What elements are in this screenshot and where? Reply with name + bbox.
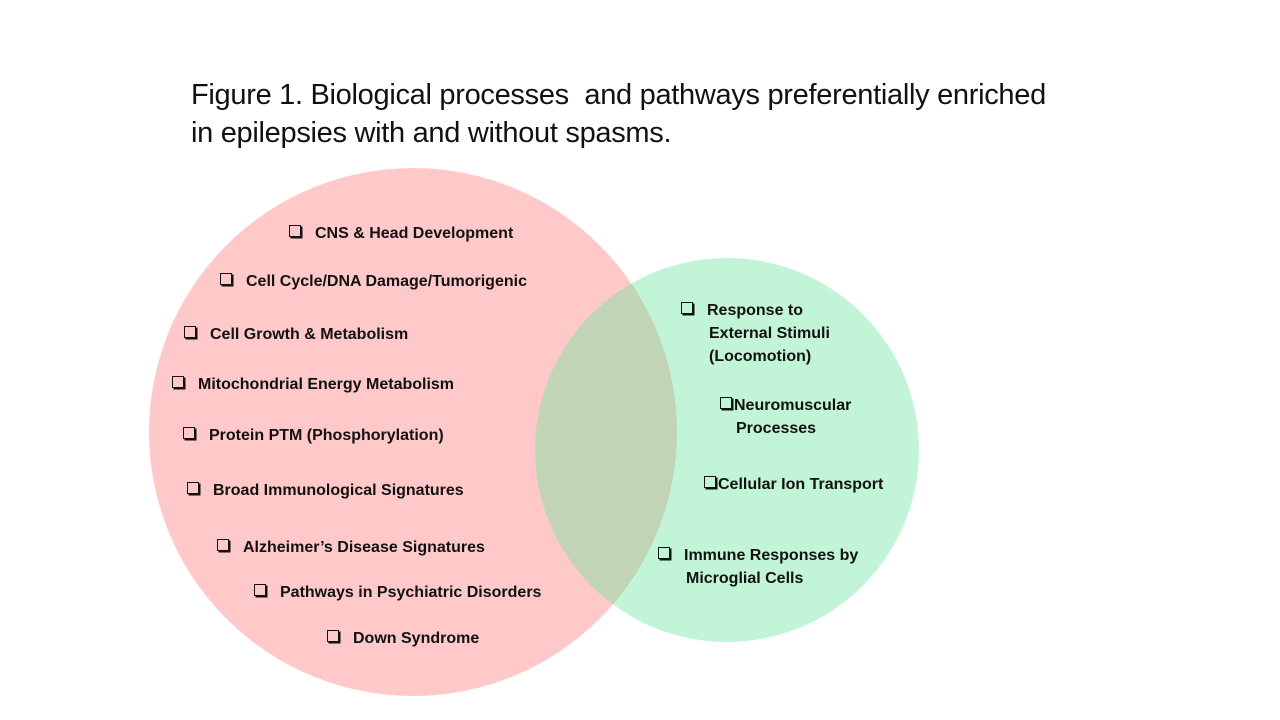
checkbox-icon [183, 427, 195, 439]
checkbox-icon [220, 273, 232, 285]
left-set-circle [149, 168, 677, 696]
left-item-protein-ptm: Protein PTM (Phosphorylation) [183, 424, 444, 447]
figure-title-line-2: in epilepsies with and without spasms. [191, 117, 672, 149]
right-item-neuromuscular: Neuromuscular Processes [720, 394, 851, 440]
left-item-down-syndrome: Down Syndrome [327, 627, 479, 650]
checkbox-icon [658, 547, 670, 559]
checkbox-icon [681, 302, 693, 314]
checkbox-icon [172, 376, 184, 388]
right-item-microglial: Immune Responses by Microglial Cells [658, 544, 858, 590]
checkbox-icon [289, 225, 301, 237]
checkbox-icon [327, 630, 339, 642]
checkbox-icon [254, 584, 266, 596]
right-item-external-stimuli: Response to External Stimuli (Locomotion… [681, 299, 830, 368]
left-item-cell-growth: Cell Growth & Metabolism [184, 323, 408, 346]
checkbox-icon [184, 326, 196, 338]
left-item-cns-head-development: CNS & Head Development [289, 222, 513, 245]
left-item-alzheimers: Alzheimer’s Disease Signatures [217, 536, 485, 559]
left-item-mitochondrial: Mitochondrial Energy Metabolism [172, 373, 454, 396]
checkbox-icon [720, 397, 732, 409]
figure-title-line-1: Figure 1. Biological processes and pathw… [191, 79, 1046, 111]
left-item-immunological: Broad Immunological Signatures [187, 479, 464, 502]
figure-title: Figure 1. Biological processes and pathw… [191, 76, 1091, 152]
overlap-region [535, 258, 677, 642]
left-item-cell-cycle: Cell Cycle/DNA Damage/Tumorigenic [220, 270, 527, 293]
right-item-ion-transport: Cellular Ion Transport [704, 473, 883, 496]
left-item-psychiatric: Pathways in Psychiatric Disorders [254, 581, 541, 604]
checkbox-icon [187, 482, 199, 494]
checkbox-icon [217, 539, 229, 551]
checkbox-icon [704, 476, 716, 488]
